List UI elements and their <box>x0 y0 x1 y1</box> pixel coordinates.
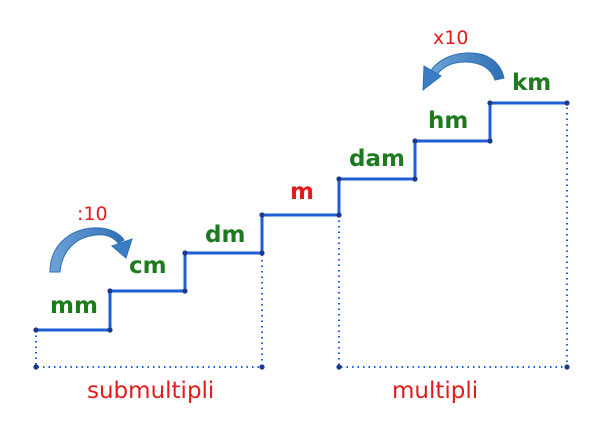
unit-label-dm: dm <box>205 222 245 248</box>
unit-label-km: km <box>512 70 551 96</box>
divide-by-ten-label: :10 <box>77 203 108 225</box>
node <box>487 138 493 144</box>
divide-arrow-icon <box>49 227 133 273</box>
node <box>259 250 265 256</box>
node <box>564 364 570 370</box>
node <box>336 364 342 370</box>
submultiples-label: submultipli <box>87 378 214 404</box>
node <box>182 288 188 294</box>
multiply-by-ten-label: x10 <box>433 27 468 49</box>
node <box>259 212 265 218</box>
multiples-label: multipli <box>392 378 478 404</box>
unit-label-cm: cm <box>129 253 167 279</box>
node <box>412 176 418 182</box>
node <box>259 364 265 370</box>
node <box>336 176 342 182</box>
node <box>564 100 570 106</box>
unit-label-dam: dam <box>349 146 405 172</box>
unit-label-mm: mm <box>50 293 98 319</box>
staircase-nodes <box>33 100 570 370</box>
unit-label-m: m <box>290 179 314 205</box>
node <box>107 327 113 333</box>
node <box>412 138 418 144</box>
node <box>107 288 113 294</box>
multiples-bracket <box>338 103 568 368</box>
submultiples-bracket <box>35 253 263 368</box>
unit-label-hm: hm <box>428 108 468 134</box>
staircase-line <box>36 101 567 332</box>
node <box>182 250 188 256</box>
node <box>33 327 39 333</box>
node <box>33 364 39 370</box>
multiply-arrow-icon <box>422 52 505 92</box>
node <box>336 212 342 218</box>
node <box>487 100 493 106</box>
